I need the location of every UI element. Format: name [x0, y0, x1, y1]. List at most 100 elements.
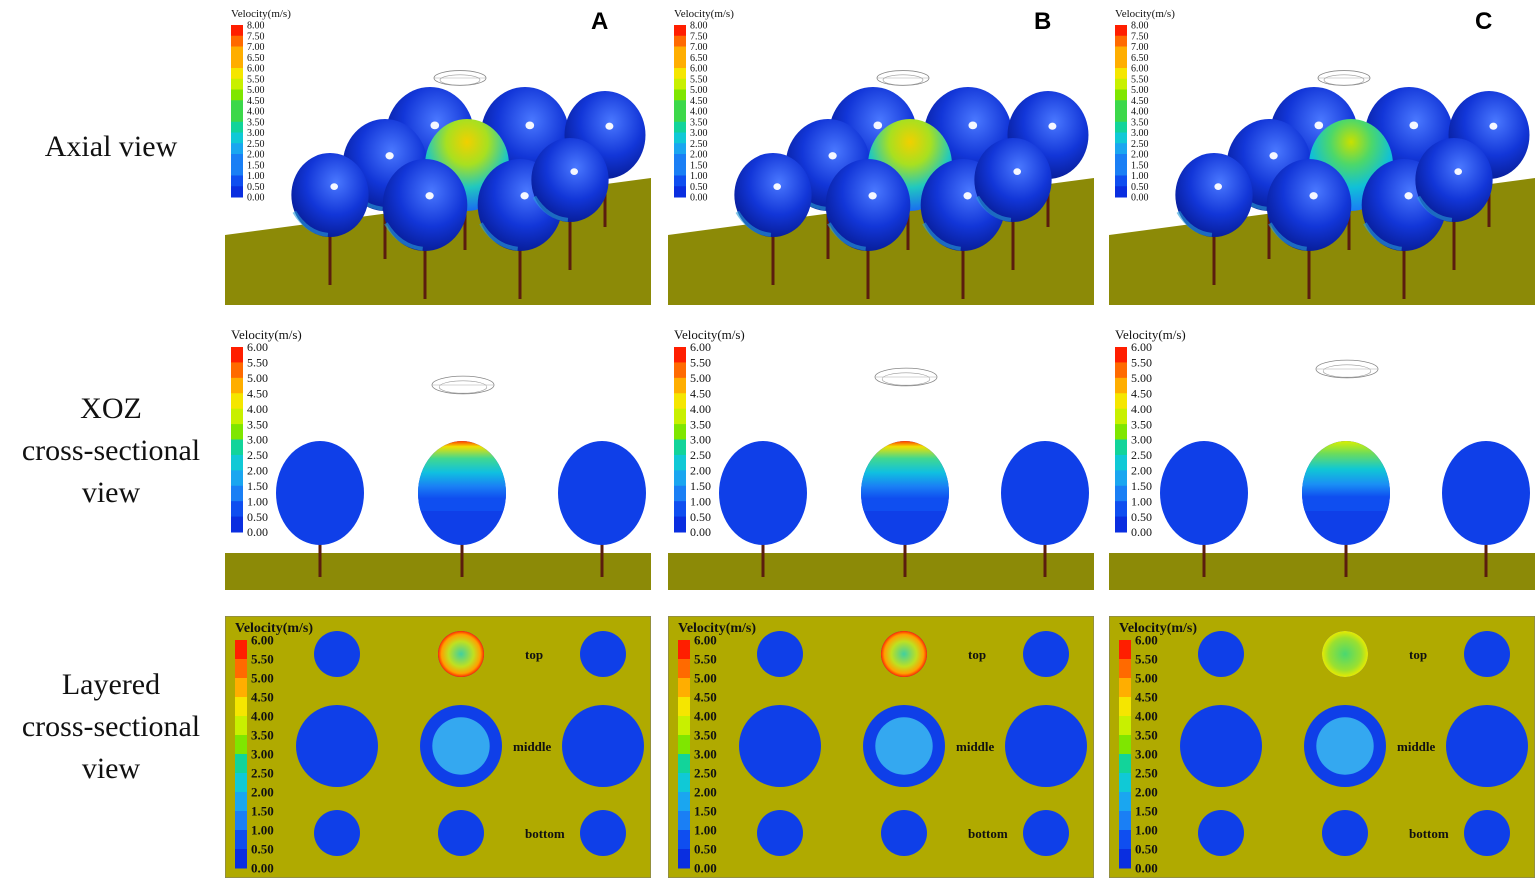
scale-swatch: [674, 501, 686, 518]
scale-swatch: [1115, 35, 1127, 47]
ground-strip: [668, 553, 1094, 590]
scale-tick-label: 4.00: [690, 107, 708, 118]
panel-letter: A: [591, 8, 609, 35]
scale-tick-label: 8.00: [1131, 21, 1149, 32]
scale-swatch: [235, 735, 247, 755]
scale-tick-label: 3.00: [690, 433, 711, 447]
scale-tick-label: 7.50: [690, 31, 708, 42]
crown-highlight: [968, 121, 978, 130]
scale-tick-label: 7.50: [1131, 31, 1149, 42]
scale-swatch: [1115, 57, 1127, 69]
scale-swatch: [1115, 154, 1127, 166]
scale-tick-label: 4.50: [694, 690, 717, 705]
layer-section-circle: [757, 810, 803, 856]
scale-swatch: [1119, 659, 1131, 679]
velocity-scale-title: Velocity(m/s): [231, 8, 291, 20]
layer-section-circle: [296, 705, 378, 787]
scale-tick-label: 2.00: [1131, 464, 1152, 478]
scale-swatch: [231, 408, 243, 425]
scale-swatch: [674, 408, 686, 425]
scale-swatch: [1115, 186, 1127, 198]
layer-section-circle: [1304, 705, 1386, 787]
scale-swatch: [1115, 424, 1127, 440]
scale-swatch: [678, 754, 690, 774]
scale-tick-label: 1.00: [1135, 823, 1158, 838]
drone-outline: [431, 375, 495, 395]
scale-tick-label: 7.00: [1131, 42, 1149, 53]
scale-tick-label: 5.00: [690, 85, 708, 96]
scale-swatch: [235, 849, 247, 869]
drone-outline: [876, 70, 930, 86]
scale-swatch: [231, 143, 243, 155]
scale-tick-label: 3.50: [690, 417, 711, 431]
scale-swatch: [231, 111, 243, 123]
scale-tick-label: 6.00: [690, 340, 711, 354]
scale-swatch: [674, 164, 686, 176]
layer-label-middle: middle: [513, 739, 552, 754]
tree-crown: [531, 138, 609, 270]
scale-tick-label: 5.50: [694, 652, 717, 667]
scale-tick-label: 1.50: [251, 804, 274, 819]
crown-sphere: [382, 159, 468, 251]
layer-label-middle: middle: [1397, 739, 1436, 754]
layer-label-top: top: [968, 647, 986, 662]
scale-swatch: [674, 186, 686, 198]
scale-tick-label: 2.50: [1131, 448, 1152, 462]
scale-swatch: [1115, 516, 1127, 533]
layer-section-circle: [1464, 810, 1510, 856]
layer-section-circle: [438, 810, 484, 856]
scale-swatch: [231, 164, 243, 176]
scale-swatch: [231, 501, 243, 518]
scale-tick-label: 2.50: [1131, 139, 1149, 150]
layer-label-top: top: [525, 647, 543, 662]
scale-swatch: [1115, 143, 1127, 155]
scale-swatch: [678, 773, 690, 793]
crown-highlight: [385, 152, 394, 160]
layer-section-circle: [881, 631, 927, 677]
scale-tick-label: 5.00: [251, 671, 274, 686]
scale-swatch: [235, 659, 247, 679]
layer-label-middle: middle: [956, 739, 995, 754]
scale-tick-label: 2.50: [247, 448, 268, 462]
scale-swatch: [674, 424, 686, 440]
scale-tick-label: 6.00: [247, 340, 268, 354]
scale-tick-label: 0.00: [694, 861, 717, 876]
scale-swatch: [231, 470, 243, 487]
layer-section-circle: [739, 705, 821, 787]
scale-swatch: [231, 89, 243, 101]
scale-swatch: [1115, 121, 1127, 133]
scale-swatch: [231, 393, 243, 410]
scale-swatch: [235, 773, 247, 793]
scale-tick-label: 1.00: [1131, 171, 1149, 182]
scale-tick-label: 1.50: [1131, 160, 1149, 171]
crown-sphere: [825, 159, 911, 251]
scale-swatch: [674, 57, 686, 69]
scale-tick-label: 3.00: [1135, 747, 1158, 762]
scale-swatch: [1115, 132, 1127, 144]
tree-crown: [382, 159, 468, 299]
ground-strip: [1109, 553, 1535, 590]
scale-swatch: [1115, 408, 1127, 425]
velocity-scale-title: Velocity(m/s): [1115, 8, 1175, 20]
layer-section-circle: [1005, 705, 1087, 787]
layer-section-circle: [1322, 810, 1368, 856]
crown-highlight: [525, 121, 535, 130]
scale-tick-label: 4.00: [251, 709, 274, 724]
scale-swatch: [678, 830, 690, 850]
scale-tick-label: 0.00: [690, 525, 711, 539]
scale-tick-label: 4.00: [694, 709, 717, 724]
scale-swatch: [235, 716, 247, 736]
layer-section-circle: [580, 631, 626, 677]
scale-tick-label: 6.50: [247, 53, 265, 64]
scale-swatch: [674, 35, 686, 47]
scale-tick-label: 3.50: [247, 417, 268, 431]
crown-sphere: [1266, 159, 1352, 251]
scale-swatch: [231, 439, 243, 456]
scale-swatch: [1115, 25, 1127, 37]
scale-swatch: [674, 347, 686, 363]
scale-swatch: [678, 716, 690, 736]
